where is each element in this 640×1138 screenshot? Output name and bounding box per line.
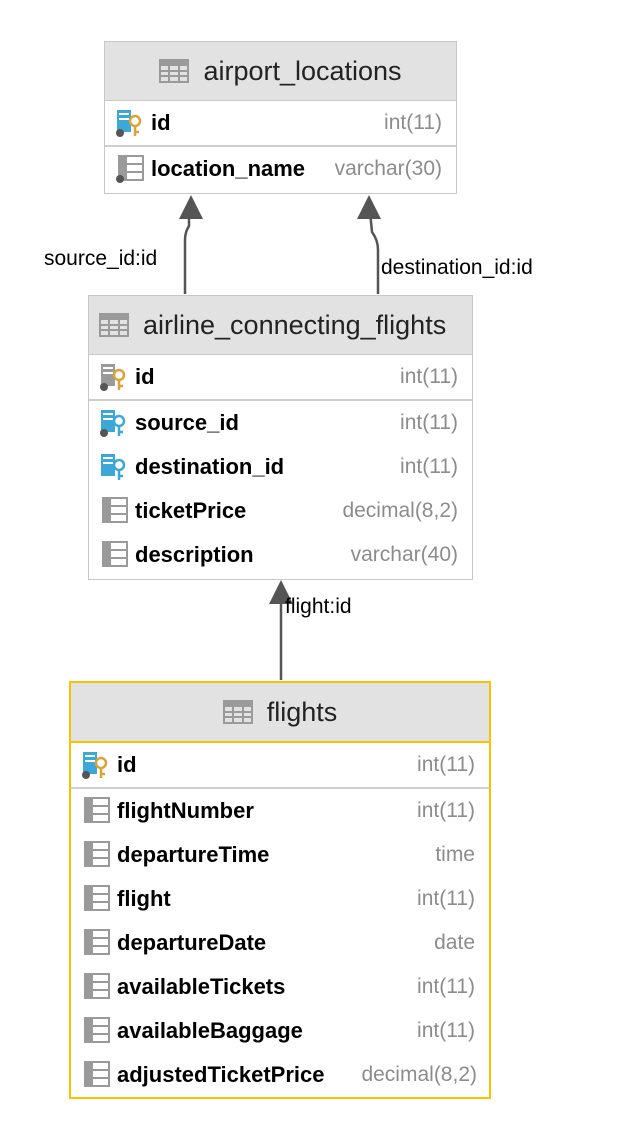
column-row[interactable]: departureDate date bbox=[71, 921, 489, 965]
primary-key-icon bbox=[116, 110, 142, 137]
column-type: int(11) bbox=[400, 455, 458, 478]
destination-relation-label: destination_id:id bbox=[381, 256, 533, 279]
column-type: int(11) bbox=[417, 975, 475, 998]
column-name: id bbox=[151, 110, 171, 135]
column-name: availableBaggage bbox=[117, 1018, 303, 1043]
column-name: departureTime bbox=[117, 842, 270, 867]
column-row[interactable]: availableTickets int(11) bbox=[71, 965, 489, 1009]
column-icon bbox=[102, 541, 128, 567]
column-row[interactable]: id int(11) bbox=[71, 743, 489, 789]
column-name: adjustedTicketPrice bbox=[117, 1062, 325, 1087]
column-type: decimal(8,2) bbox=[342, 499, 458, 522]
destination-relation-arrow bbox=[357, 195, 381, 219]
table-title: airport_locations bbox=[203, 55, 402, 86]
column-type: int(11) bbox=[384, 111, 442, 134]
column-name: destination_id bbox=[135, 454, 285, 479]
column-with-index-icon bbox=[116, 155, 144, 183]
column-type: decimal(8,2) bbox=[361, 1063, 477, 1086]
table-icon bbox=[99, 313, 129, 337]
foreign-key-icon bbox=[101, 454, 126, 480]
table-title: flights bbox=[266, 696, 338, 727]
column-row[interactable]: availableBaggage int(11) bbox=[71, 1009, 489, 1053]
column-row[interactable]: location_name varchar(30) bbox=[105, 147, 456, 191]
column-icon bbox=[84, 885, 110, 911]
column-row[interactable]: departureTime time bbox=[71, 833, 489, 877]
column-row[interactable]: flight int(11) bbox=[71, 877, 489, 921]
column-row[interactable]: flightNumber int(11) bbox=[71, 789, 489, 833]
column-name: flight bbox=[117, 886, 171, 911]
flight-relation-arrow bbox=[269, 580, 293, 604]
flight-relation-label: flight:id bbox=[285, 595, 352, 618]
column-row[interactable]: source_id int(11) bbox=[89, 401, 472, 445]
column-name: departureDate bbox=[117, 930, 267, 955]
source-relation-line bbox=[183, 212, 191, 294]
primary-key-icon bbox=[82, 752, 108, 779]
column-type: int(11) bbox=[417, 753, 475, 776]
column-icon bbox=[84, 797, 110, 823]
table-flights[interactable]: flights id int(11) flightNumber int(11) … bbox=[69, 681, 491, 1099]
column-row[interactable]: ticketPrice decimal(8,2) bbox=[89, 489, 472, 533]
column-icon bbox=[84, 973, 110, 999]
foreign-key-icon bbox=[100, 410, 126, 437]
column-type: time bbox=[435, 843, 475, 866]
table-title: airline_connecting_flights bbox=[143, 309, 447, 340]
column-row[interactable]: description varchar(40) bbox=[89, 533, 472, 577]
table-header[interactable]: airport_locations bbox=[105, 42, 456, 101]
table-header[interactable]: airline_connecting_flights bbox=[89, 296, 472, 355]
column-name: id bbox=[117, 752, 137, 777]
column-icon bbox=[84, 929, 110, 955]
column-icon bbox=[102, 497, 128, 523]
column-type: date bbox=[434, 931, 475, 954]
column-name: source_id bbox=[135, 410, 239, 435]
column-type: int(11) bbox=[417, 887, 475, 910]
column-row[interactable]: id int(11) bbox=[105, 101, 456, 147]
column-row[interactable]: destination_id int(11) bbox=[89, 445, 472, 489]
column-type: varchar(30) bbox=[334, 157, 442, 180]
column-type: int(11) bbox=[400, 411, 458, 434]
table-airport-locations[interactable]: airport_locations id int(11) location_na… bbox=[104, 41, 457, 194]
column-row[interactable]: id int(11) bbox=[89, 355, 472, 401]
column-type: int(11) bbox=[400, 365, 458, 388]
column-icon bbox=[84, 1061, 110, 1087]
column-type: int(11) bbox=[417, 799, 475, 822]
column-name: description bbox=[135, 542, 254, 567]
column-name: availableTickets bbox=[117, 974, 286, 999]
source-relation-label: source_id:id bbox=[44, 247, 158, 270]
primary-key-icon bbox=[100, 364, 126, 391]
column-name: location_name bbox=[151, 156, 306, 181]
source-relation-arrow bbox=[179, 195, 203, 219]
table-airline-connecting-flights[interactable]: airline_connecting_flights id int(11) so… bbox=[88, 295, 473, 580]
column-row[interactable]: adjustedTicketPrice decimal(8,2) bbox=[71, 1053, 489, 1097]
table-icon bbox=[159, 59, 190, 83]
column-name: ticketPrice bbox=[135, 498, 247, 523]
table-header[interactable]: flights bbox=[71, 683, 489, 743]
column-icon bbox=[84, 1017, 110, 1043]
column-type: varchar(40) bbox=[350, 543, 458, 566]
column-icon bbox=[84, 841, 110, 867]
destination-relation-line bbox=[368, 211, 380, 294]
table-icon bbox=[222, 700, 253, 724]
column-name: id bbox=[135, 364, 155, 389]
column-type: int(11) bbox=[417, 1019, 475, 1042]
column-name: flightNumber bbox=[117, 798, 254, 823]
